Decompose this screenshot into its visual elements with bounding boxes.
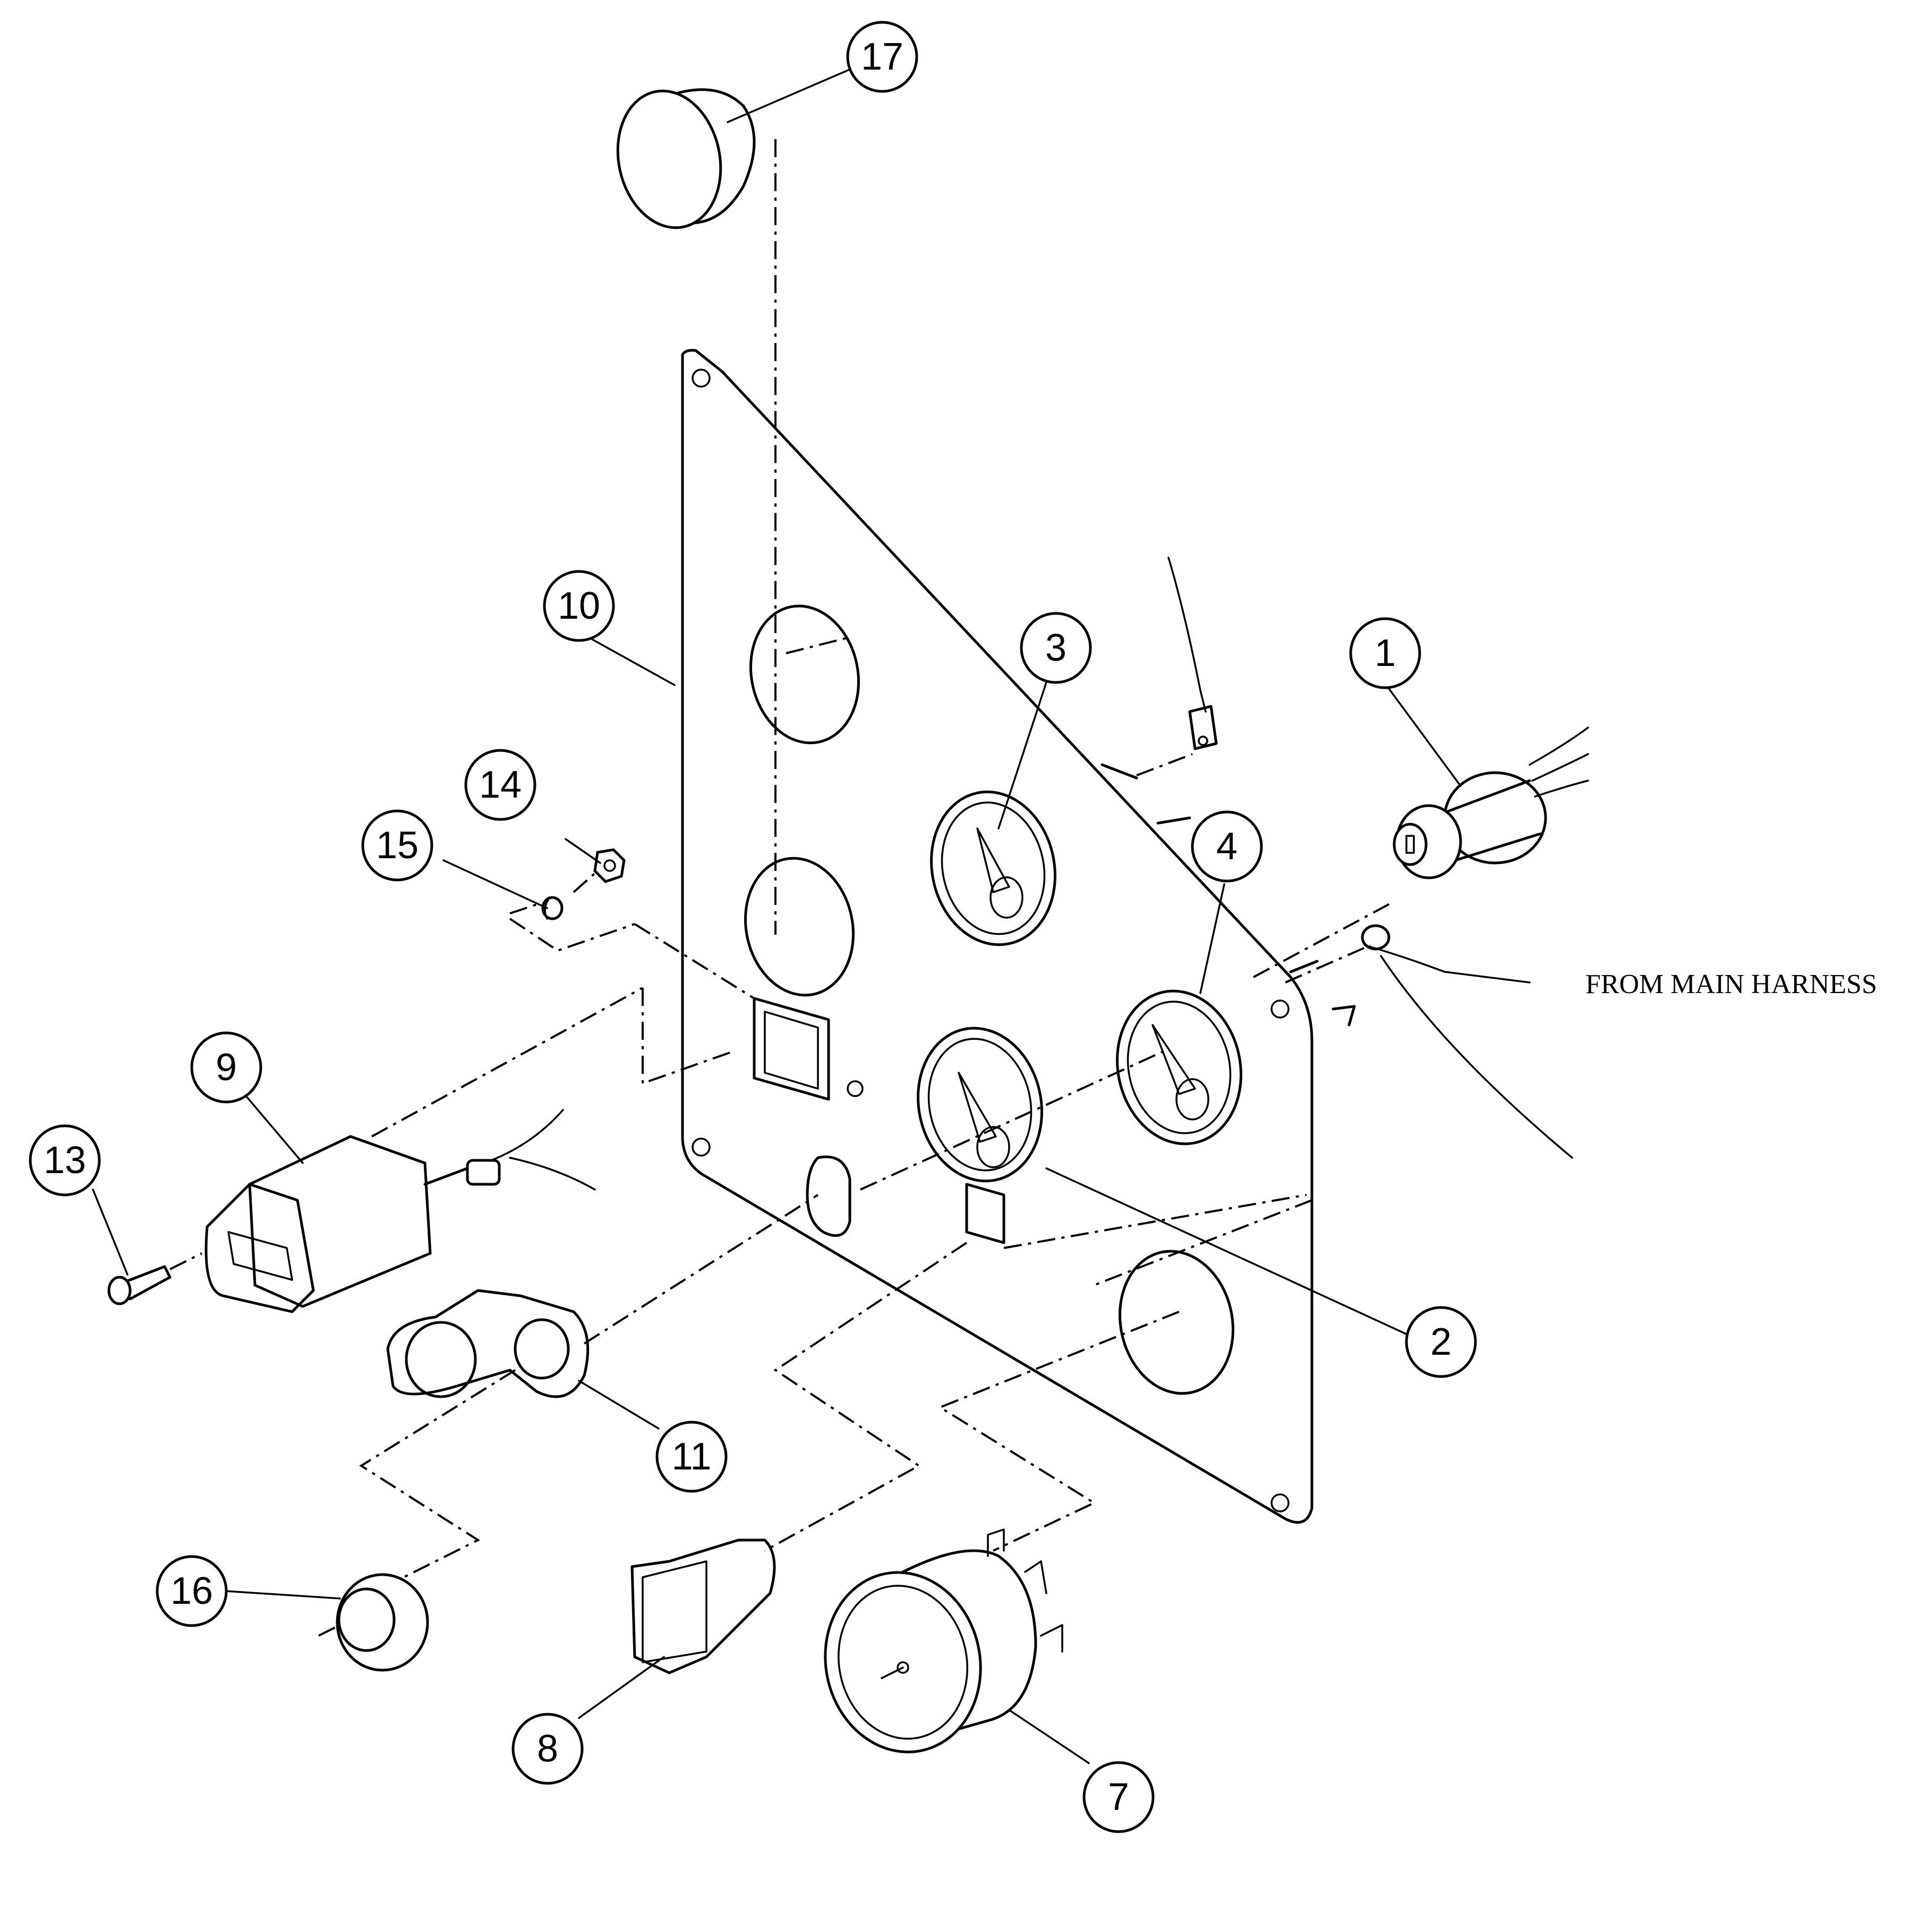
- panel-plate: [681, 349, 1313, 1524]
- callout-17-label: 17: [861, 36, 903, 78]
- bracket: [386, 1289, 590, 1398]
- leader-lines: [92, 63, 1462, 1764]
- callout-8-label: 8: [537, 1728, 558, 1770]
- hour-meter: [204, 1109, 596, 1313]
- wire-terminals: [1101, 557, 1573, 1159]
- callout-16: 16: [156, 1555, 228, 1627]
- push-switch: [630, 1538, 776, 1674]
- callout-4-label: 4: [1216, 825, 1238, 868]
- callout-2: 2: [1405, 1306, 1477, 1378]
- screw: [107, 1265, 172, 1305]
- callout-15: 15: [361, 809, 433, 882]
- callout-4: 4: [1191, 810, 1263, 883]
- callout-14-label: 14: [479, 764, 522, 806]
- callout-9-label: 9: [216, 1046, 237, 1089]
- harness-note: FROM MAIN HARNESS: [1585, 969, 1877, 999]
- callout-1-label: 1: [1375, 632, 1396, 674]
- callout-13-label: 13: [44, 1139, 86, 1182]
- callout-10-label: 10: [558, 585, 600, 627]
- callout-3: 3: [1020, 612, 1092, 684]
- callout-3-label: 3: [1045, 627, 1067, 669]
- callout-15-label: 15: [376, 824, 419, 867]
- callout-11-label: 11: [672, 1435, 712, 1478]
- callout-11: 11: [655, 1421, 728, 1493]
- callout-7-label: 7: [1108, 1776, 1129, 1818]
- gauge-4: [1116, 989, 1242, 1145]
- assembly-lines: [169, 139, 1392, 1637]
- callout-14: 14: [464, 749, 536, 821]
- plug-cap: [616, 88, 756, 229]
- ignition-switch: [1393, 726, 1589, 879]
- callout-9: 9: [190, 1031, 262, 1104]
- callout-2-label: 2: [1430, 1321, 1452, 1363]
- callout-1: 1: [1349, 617, 1421, 689]
- callout-8: 8: [511, 1713, 584, 1785]
- callout-7: 7: [1082, 1761, 1155, 1833]
- callout-16-label: 16: [170, 1570, 213, 1612]
- gauge-7: [824, 1528, 1063, 1754]
- gauge-3: [930, 790, 1056, 946]
- gauge-2: [917, 1027, 1043, 1183]
- callout-13: 13: [29, 1124, 101, 1196]
- callout-17: 17: [846, 21, 918, 93]
- washer-and-nut: [541, 848, 626, 920]
- callout-10: 10: [543, 570, 615, 642]
- lock-nut: [336, 1573, 429, 1672]
